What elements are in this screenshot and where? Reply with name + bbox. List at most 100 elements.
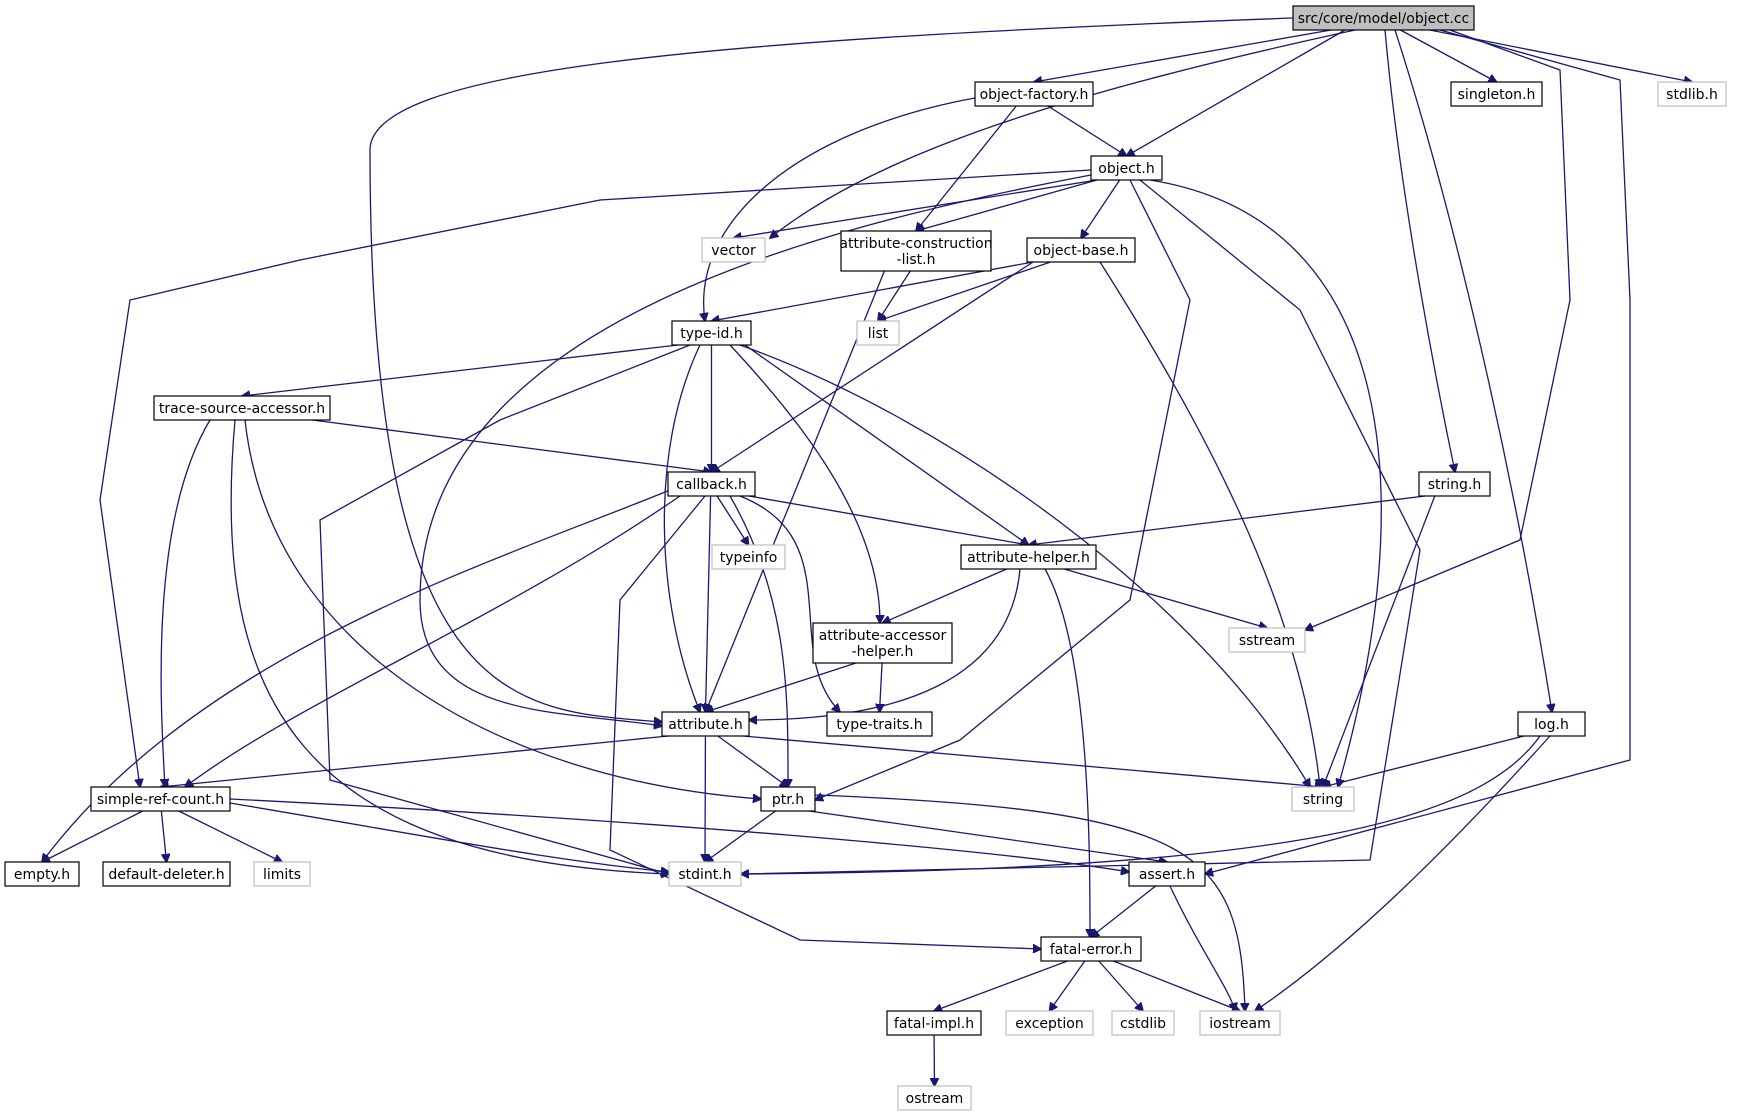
edge-fatal-error-h-to-fatal-impl-h <box>934 960 1068 1011</box>
node-object-h[interactable]: object.h <box>1090 155 1163 181</box>
edge-object-h-to-attr-constr-h <box>916 179 1098 231</box>
node-box[interactable] <box>1199 1010 1281 1036</box>
node-trace-src-h[interactable]: trace-source-accessor.h <box>153 395 331 421</box>
edge-object-cc-to-singleton-h <box>1400 29 1496 82</box>
node-singleton-h[interactable]: singleton.h <box>1450 81 1543 107</box>
edge-object-factory-h-to-object-h <box>1047 105 1127 156</box>
node-iostream[interactable]: iostream <box>1199 1010 1281 1036</box>
edge-type-id-h-to-attribute-h <box>663 344 700 712</box>
node-list[interactable]: list <box>856 320 900 346</box>
node-box[interactable] <box>90 786 231 812</box>
node-box[interactable] <box>667 471 756 497</box>
node-object-cc[interactable]: src/core/model/object.cc <box>1292 5 1475 31</box>
edge-object-h-to-simple-ref-h <box>99 169 1092 787</box>
node-type-id-h[interactable]: type-id.h <box>671 320 752 346</box>
node-ptr-h[interactable]: ptr.h <box>760 786 816 812</box>
node-string[interactable]: string <box>1291 786 1355 812</box>
node-label: ptr.h <box>772 792 804 808</box>
node-box[interactable] <box>1292 5 1475 31</box>
node-box[interactable] <box>1040 936 1142 962</box>
node-vector[interactable]: vector <box>701 237 766 263</box>
edge-callback-h-to-typeinfo <box>716 495 748 545</box>
node-box[interactable] <box>1128 861 1206 887</box>
node-box[interactable] <box>4 861 80 887</box>
edge-object-cc-to-sstream <box>1305 29 1571 630</box>
edges-layer <box>42 17 1692 1086</box>
node-fatal-impl-h[interactable]: fatal-impl.h <box>886 1010 982 1036</box>
edge-object-cc-to-string-h <box>1384 29 1455 472</box>
node-box[interactable] <box>253 861 311 887</box>
node-typeinfo[interactable]: typeinfo <box>711 544 786 570</box>
node-box[interactable] <box>711 544 786 570</box>
edge-callback-h-to-empty-h <box>42 489 671 862</box>
node-box[interactable] <box>701 237 766 263</box>
node-box[interactable] <box>1517 711 1586 737</box>
edge-attribute-h-to-simple-ref-h <box>161 735 669 787</box>
node-cstdlib[interactable]: cstdlib <box>1111 1010 1175 1036</box>
node-box[interactable] <box>812 622 953 664</box>
node-simple-ref-h[interactable]: simple-ref-count.h <box>90 786 231 812</box>
node-callback-h[interactable]: callback.h <box>667 471 756 497</box>
node-exception[interactable]: exception <box>1005 1010 1094 1036</box>
edge-object-h-to-string <box>1149 179 1382 787</box>
edge-attr-helper-h-to-sstream <box>1064 568 1267 628</box>
node-box[interactable] <box>102 861 231 887</box>
edge-trace-src-h-to-callback-h <box>312 419 711 472</box>
node-box[interactable] <box>668 861 742 887</box>
node-box[interactable] <box>1418 471 1491 497</box>
node-attr-helper-h[interactable]: attribute-helper.h <box>960 544 1097 570</box>
node-attribute-h[interactable]: attribute.h <box>661 711 750 737</box>
node-label: stdlib.h <box>1666 87 1718 103</box>
node-box[interactable] <box>1291 786 1355 812</box>
node-stdint-h[interactable]: stdint.h <box>668 861 742 887</box>
node-log-h[interactable]: log.h <box>1517 711 1586 737</box>
node-empty-h[interactable]: empty.h <box>4 861 80 887</box>
edge-ptr-h-to-assert-h <box>808 810 1167 862</box>
node-box[interactable] <box>1005 1010 1094 1036</box>
node-box[interactable] <box>1228 627 1306 653</box>
node-box[interactable] <box>671 320 752 346</box>
node-ostream[interactable]: ostream <box>897 1085 972 1111</box>
node-label: attribute-helper.h <box>967 550 1090 566</box>
node-string-h[interactable]: string.h <box>1418 471 1491 497</box>
node-box[interactable] <box>1111 1010 1175 1036</box>
edge-object-factory-h-to-attr-constr-h <box>916 105 1017 231</box>
edge-string-h-to-attr-helper-h <box>1029 495 1426 545</box>
edge-ptr-h-to-iostream <box>814 794 1245 1011</box>
node-box[interactable] <box>856 320 900 346</box>
node-label: fatal-impl.h <box>894 1016 974 1032</box>
edge-attr-helper-h-to-fatal-error-h <box>1044 568 1090 937</box>
edge-simple-ref-h-to-stdint-h <box>229 802 669 872</box>
node-object-base-h[interactable]: object-base.h <box>1026 237 1136 263</box>
edge-object-cc-to-vector <box>770 29 1356 238</box>
edge-object-h-to-object-base-h <box>1081 179 1121 238</box>
node-label: attribute-accessor <box>819 628 947 644</box>
node-type-traits-h[interactable]: type-traits.h <box>826 711 933 737</box>
node-box[interactable] <box>974 81 1094 107</box>
node-attr-constr-h[interactable]: attribute-construction-list.h <box>839 230 993 272</box>
node-stdlib-h[interactable]: stdlib.h <box>1657 81 1727 107</box>
node-box[interactable] <box>1026 237 1136 263</box>
node-object-factory-h[interactable]: object-factory.h <box>974 81 1094 107</box>
node-box[interactable] <box>840 230 992 272</box>
node-limits[interactable]: limits <box>253 861 311 887</box>
node-assert-h[interactable]: assert.h <box>1128 861 1206 887</box>
node-sstream[interactable]: sstream <box>1228 627 1306 653</box>
node-box[interactable] <box>897 1085 972 1111</box>
node-box[interactable] <box>826 711 933 737</box>
node-label: string.h <box>1428 477 1482 493</box>
node-default-del-h[interactable]: default-deleter.h <box>102 861 231 887</box>
node-fatal-error-h[interactable]: fatal-error.h <box>1040 936 1142 962</box>
edge-trace-src-h-to-stdint-h <box>230 419 669 874</box>
node-attr-acc-h[interactable]: attribute-accessor-helper.h <box>812 622 953 664</box>
node-box[interactable] <box>1657 81 1727 107</box>
node-box[interactable] <box>886 1010 982 1036</box>
node-box[interactable] <box>960 544 1097 570</box>
node-box[interactable] <box>153 395 331 421</box>
node-label: object-factory.h <box>980 87 1089 103</box>
node-box[interactable] <box>1450 81 1543 107</box>
node-box[interactable] <box>1090 155 1163 181</box>
node-box[interactable] <box>661 711 750 737</box>
node-box[interactable] <box>760 786 816 812</box>
edge-type-id-h-to-trace-src-h <box>242 344 679 396</box>
